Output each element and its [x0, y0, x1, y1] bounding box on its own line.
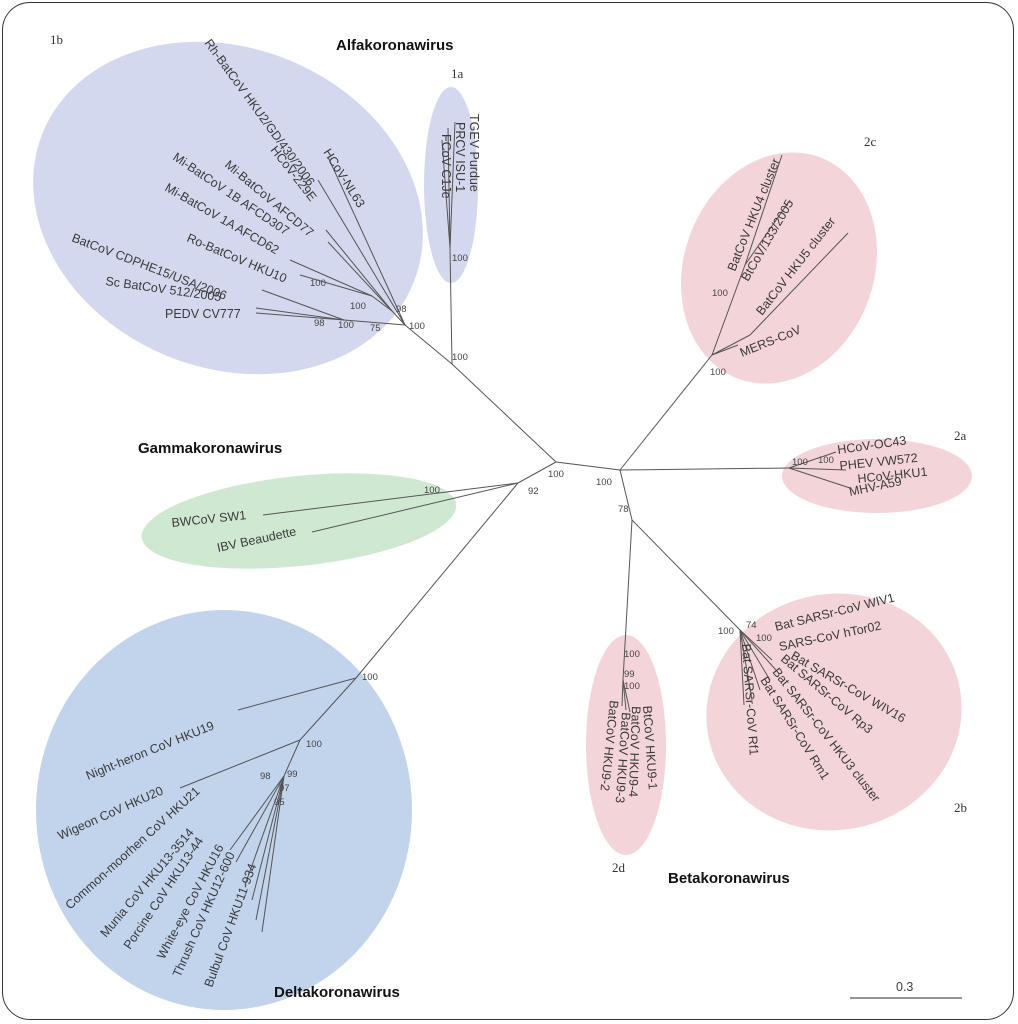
clade-2a-ellipse [782, 439, 972, 513]
bootstrap-value: 100 [350, 301, 366, 312]
bootstrap-value: 100 [452, 253, 468, 264]
taxon-label: BatCoV HKU9-4 [626, 706, 643, 797]
bootstrap-value: 97 [279, 783, 290, 794]
taxon-label: PEDV CV777 [165, 307, 241, 321]
taxon-label: TGEV Purdue [467, 114, 481, 192]
bootstrap-value: 100 [710, 367, 726, 378]
taxon-label: FCoV C1Je [439, 134, 453, 199]
clade-2c-ellipse [681, 152, 877, 384]
genus-alfa-label: Alfakoronawirus [336, 37, 454, 54]
clade-1a-ellipse [424, 87, 478, 283]
genus-delta-label: Deltakoronawirus [274, 984, 400, 1001]
clade-1b-ellipse [33, 41, 423, 375]
subgroup-2b-label: 2b [954, 800, 967, 815]
bootstrap-value: 100 [362, 672, 378, 683]
bootstrap-value: 95 [274, 797, 285, 808]
bootstrap-value: 100 [548, 469, 564, 480]
bootstrap-value: 100 [409, 321, 425, 332]
bootstrap-value: 78 [618, 504, 629, 515]
bootstrap-value: 100 [452, 352, 468, 363]
bootstrap-value: 100 [424, 485, 440, 496]
subgroup-2d-label: 2d [612, 860, 626, 875]
bootstrap-value: 100 [712, 288, 728, 299]
genus-gamma-label: Gammakoronawirus [138, 440, 282, 457]
taxon-label: BtCoV HKU9-1 [640, 705, 660, 790]
bootstrap-value: 100 [624, 681, 640, 692]
clade-2b-ellipse [706, 593, 962, 831]
subgroup-2a-label: 2a [954, 428, 967, 443]
genus-beta-label: Betakoronawirus [668, 870, 790, 887]
subgroup-1b-label: 1b [50, 32, 63, 47]
bootstrap-value: 100 [792, 457, 808, 468]
bootstrap-value: 74 [746, 620, 757, 631]
bootstrap-value: 92 [528, 486, 539, 497]
tree-branches [179, 121, 851, 933]
bootstrap-value: 100 [596, 477, 612, 488]
bootstrap-value: 98 [396, 304, 407, 315]
bootstrap-value: 99 [287, 769, 298, 780]
bootstrap-value: 100 [718, 626, 734, 637]
subgroup-1a-label: 1a [451, 66, 464, 81]
bootstrap-value: 99 [624, 669, 635, 680]
clade-delta-ellipse [36, 610, 412, 1010]
bootstrap-value: 100 [338, 320, 354, 331]
scale-bar-label: 0.3 [896, 980, 913, 994]
clade-2d-ellipse [586, 635, 666, 855]
taxon-label: BatCoV HKU9-3 [613, 712, 633, 804]
bootstrap-value: 100 [818, 455, 834, 466]
taxon-label: PRCV ISU-1 [453, 122, 467, 192]
subgroup-2c-label: 2c [864, 134, 877, 149]
bootstrap-value: 100 [306, 739, 322, 750]
bootstrap-value: 75 [370, 323, 381, 334]
bootstrap-value: 98 [314, 318, 325, 329]
clade-gamma-ellipse [141, 473, 457, 569]
bootstrap-value: 100 [624, 649, 640, 660]
bootstrap-value: 100 [310, 278, 326, 289]
bootstrap-value: 98 [260, 771, 271, 782]
bootstrap-value: 100 [756, 633, 772, 644]
